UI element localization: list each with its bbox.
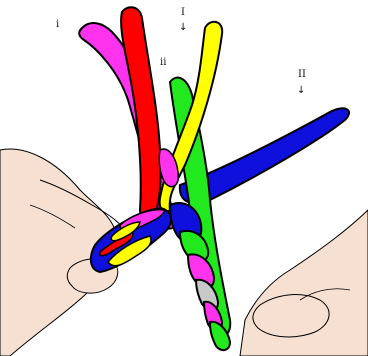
down-arrow-icon: ↓ — [179, 23, 187, 33]
label-II: II — [298, 70, 306, 80]
right-hand — [240, 210, 368, 356]
label-i: i — [56, 20, 59, 30]
label-I: I — [181, 8, 185, 18]
down-arrow-icon: ↓ — [297, 86, 305, 96]
label-ii: ii — [160, 58, 166, 68]
red-strand — [121, 7, 161, 219]
